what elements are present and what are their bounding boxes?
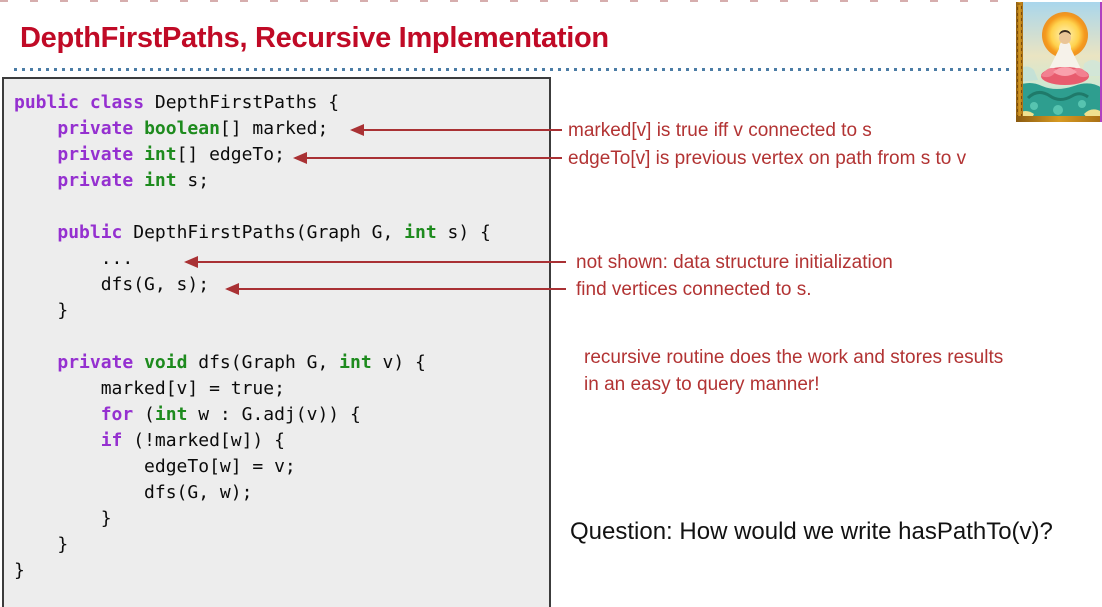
top-border-dashes: [0, 0, 1014, 2]
artwork-gold-border: [1016, 2, 1023, 122]
code-block: public class DepthFirstPaths { private b…: [14, 92, 491, 581]
arrowhead-left-icon: [225, 283, 239, 295]
arrowhead-left-icon: [184, 256, 198, 268]
arrow-to-marked-field: [350, 124, 562, 136]
code-panel: public class DepthFirstPaths { private b…: [2, 77, 551, 607]
lotus-flower: [1041, 67, 1089, 85]
note-marked: marked[v] is true iff v connected to s: [568, 120, 872, 141]
page-title: DepthFirstPaths, Recursive Implementatio…: [20, 22, 609, 54]
arrowhead-left-icon: [293, 152, 307, 164]
title-dotted-divider: [14, 68, 1010, 71]
note-recursive-line2: in an easy to query manner!: [584, 374, 820, 395]
note-find-vertices: find vertices connected to s.: [576, 279, 812, 300]
artwork-right-edge: [1100, 2, 1102, 122]
note-not-shown: not shown: data structure initialization: [576, 252, 893, 273]
note-recursive-line1: recursive routine does the work and stor…: [584, 347, 1004, 368]
note-edgeto: edgeTo[v] is previous vertex on path fro…: [568, 148, 967, 169]
guanyin-artwork-image: [1016, 2, 1102, 122]
figure-robe: [1049, 40, 1081, 72]
arrow-to-dfs-call: [225, 283, 566, 295]
question-text: Question: How would we write hasPathTo(v…: [570, 518, 1053, 545]
arrowhead-left-icon: [350, 124, 364, 136]
arrow-to-ellipsis-line: [184, 256, 566, 268]
figure-head: [1059, 32, 1071, 44]
arrow-to-edgeto-field: [293, 152, 562, 164]
